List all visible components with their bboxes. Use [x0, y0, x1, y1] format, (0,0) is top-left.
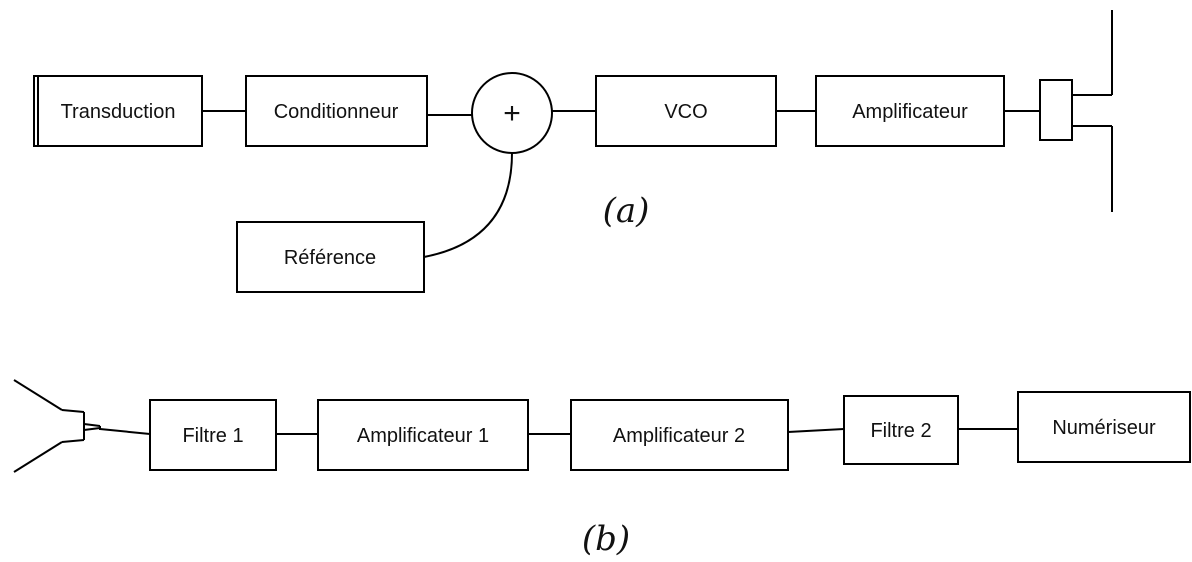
- block-transduction: Transduction: [33, 75, 203, 147]
- caption-b: (b): [582, 519, 630, 559]
- block-amplificateur-1: Amplificateur 1: [317, 399, 529, 471]
- block-numeriseur-label: Numériseur: [1052, 417, 1156, 439]
- block-reference-label: Référence: [284, 247, 376, 269]
- block-conditionneur-label: Conditionneur: [274, 101, 399, 123]
- wire-amplificateur2-filtre2: [787, 428, 845, 433]
- dipole-antenna-icon: [1039, 10, 1113, 212]
- block-filtre-2-label: Filtre 2: [870, 420, 931, 442]
- block-amplificateur-2-label: Amplificateur 2: [613, 425, 745, 447]
- block-vco-label: VCO: [664, 101, 707, 123]
- block-filtre-1-label: Filtre 1: [182, 425, 243, 447]
- block-amplificateur-label: Amplificateur: [852, 101, 968, 123]
- block-filtre-1: Filtre 1: [149, 399, 277, 471]
- horn-antenna-icon: [13, 379, 101, 473]
- block-numeriseur: Numériseur: [1017, 391, 1191, 463]
- diagram-a: Transduction Conditionneur + VCO Amplifi…: [33, 10, 1113, 293]
- block-filtre-2: Filtre 2: [843, 395, 959, 465]
- wire-antenna-filtre1: [99, 428, 151, 435]
- summing-junction-symbol: +: [503, 97, 521, 130]
- caption-a: (a): [603, 191, 650, 231]
- block-amplificateur: Amplificateur: [815, 75, 1005, 147]
- block-amplificateur-2: Amplificateur 2: [570, 399, 789, 471]
- diagram-b: Filtre 1 Amplificateur 1 Amplificateur 2…: [13, 379, 1191, 559]
- wire-reference-summer: [423, 152, 513, 258]
- block-conditionneur: Conditionneur: [245, 75, 428, 147]
- block-amplificateur-1-label: Amplificateur 1: [357, 425, 489, 447]
- block-transduction-label: Transduction: [61, 101, 176, 123]
- summing-junction: +: [471, 72, 553, 154]
- block-reference: Référence: [236, 221, 425, 293]
- block-vco: VCO: [595, 75, 777, 147]
